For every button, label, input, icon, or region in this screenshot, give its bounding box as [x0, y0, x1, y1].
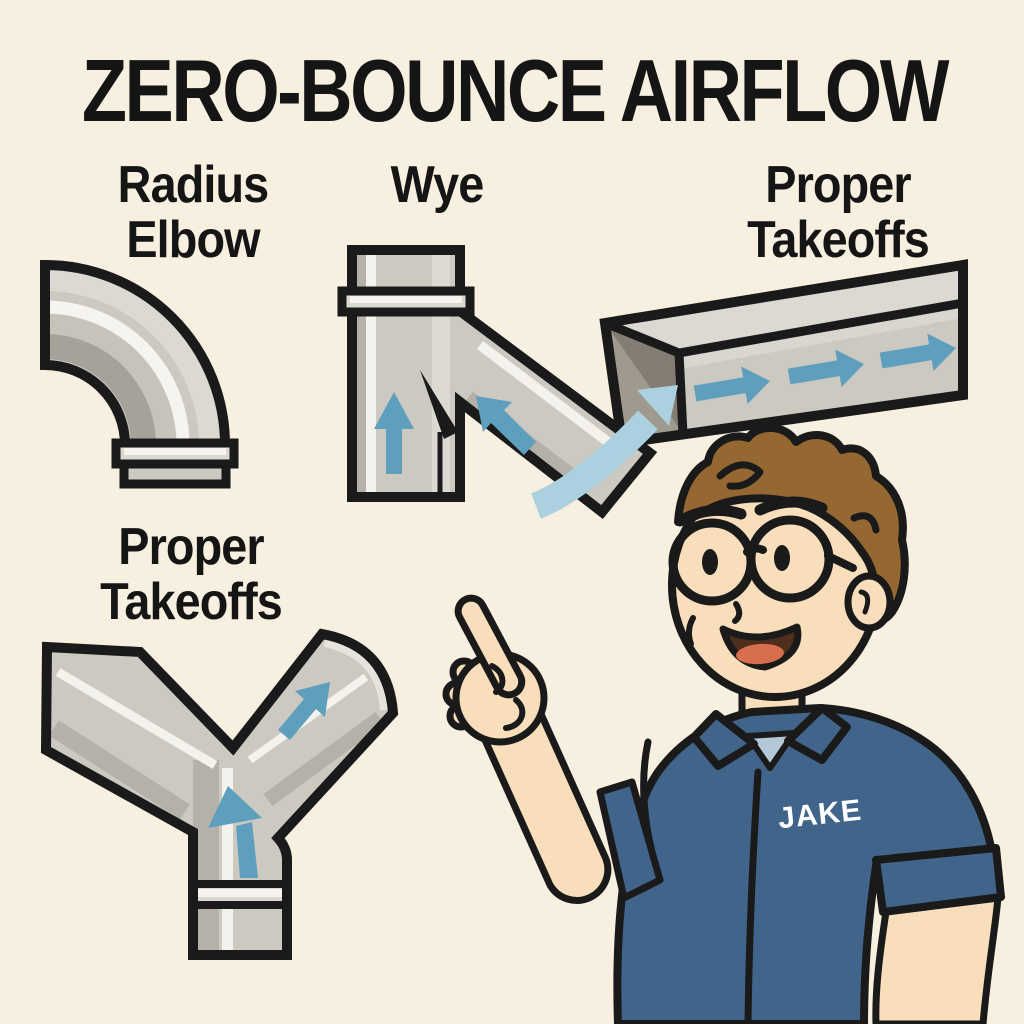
takeoff-wye-illustration	[40, 628, 399, 960]
character-jake	[442, 423, 1005, 1024]
proper-takeoffs-bottom-line1: Proper	[118, 518, 264, 576]
radius-elbow-label: Radius Elbow	[58, 156, 328, 270]
jake-right-eyebrow	[754, 496, 828, 516]
duct-top-face	[605, 265, 963, 353]
jake-collar-right	[784, 704, 851, 764]
wye-label: Wye	[302, 156, 572, 214]
main-duct-illustration	[599, 259, 968, 449]
jake-collar-left	[690, 710, 758, 770]
wye-label-line1: Wye	[390, 156, 485, 214]
radius-elbow-label-line2: Elbow	[126, 211, 260, 270]
radius-elbow-illustration	[40, 259, 239, 489]
takeoff-curved-arrow	[530, 385, 678, 519]
jake-tongue	[736, 643, 784, 665]
jake-shirt-placket	[744, 768, 762, 1024]
proper-takeoffs-top-label: Proper Takeoffs	[703, 156, 973, 270]
jake-left-eye	[702, 549, 718, 575]
jake-right-cuff	[872, 844, 1005, 916]
jake-left-eyebrow	[674, 504, 747, 527]
proper-takeoffs-bottom-label: Proper Takeoffs	[56, 518, 326, 632]
proper-takeoffs-top-line1: Proper	[765, 156, 911, 214]
page-title: ZERO-BOUNCE AIRFLOW	[81, 41, 950, 140]
radius-elbow-label-line1: Radius	[117, 156, 270, 214]
jake-undershirt	[745, 730, 797, 771]
jake-left-cuff	[596, 778, 664, 902]
proper-takeoffs-bottom-line2: Takeoffs	[100, 573, 283, 632]
proper-takeoffs-top-line2: Takeoffs	[747, 211, 930, 270]
jake-nose	[732, 601, 743, 624]
jake-right-eye	[774, 545, 790, 571]
jake-pointing-finger	[454, 594, 526, 699]
wye-splitter-vane	[420, 370, 458, 439]
jake-hair-curl	[716, 461, 764, 490]
radius-elbow-shading	[45, 267, 223, 445]
wye-airflow-arrows	[374, 392, 536, 474]
wye-illustration	[337, 245, 658, 519]
jake-right-forearm	[872, 894, 1002, 1024]
takeoff-airflow-arrows	[208, 682, 330, 878]
